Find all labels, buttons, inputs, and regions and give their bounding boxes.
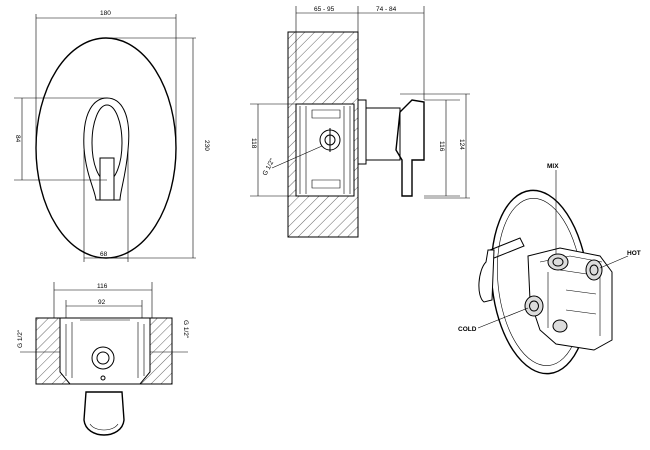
side-view: 65 - 95 74 - 84 118 116 124 G 1/2" (250, 6, 470, 238)
front-view: 180 230 84 68 (14, 10, 210, 262)
persp-cold-port (524, 295, 544, 317)
persp-lever (478, 249, 495, 303)
persp-mix-port (547, 253, 569, 271)
side-cartridge-trim (366, 107, 401, 161)
side-dim-projection: 74 - 84 (376, 6, 397, 13)
front-dim-width: 180 (100, 10, 111, 17)
bottom-lever (83, 391, 125, 436)
bottom-thread-left: G 1/2" (17, 329, 24, 348)
side-body-ribs (299, 106, 351, 194)
bottom-body (59, 317, 151, 385)
side-dim-trim-height: 116 (438, 141, 445, 152)
front-lever-handle (99, 157, 115, 201)
side-dim-body-height: 118 (250, 138, 257, 149)
side-dim-plate-height: 124 (458, 139, 465, 150)
bottom-outlet-outer (91, 346, 115, 370)
side-lever (395, 99, 425, 197)
bottom-thread-right: G 1/2" (182, 320, 189, 339)
front-cover-plate (35, 37, 177, 259)
bottom-dimensions: 116 92 G 1/2" G 1/2" (17, 282, 189, 353)
label-cold: COLD (458, 326, 477, 333)
perspective-view: MIX HOT COLD (458, 163, 641, 375)
front-dim-lever-offset: 68 (100, 251, 108, 258)
bottom-outlet-inner (96, 351, 110, 365)
bottom-body-ribs (65, 319, 145, 378)
bottom-dim-outer-width: 116 (97, 283, 108, 290)
persp-hot-port (585, 259, 603, 281)
front-lever-body (83, 97, 130, 201)
front-dimensions: 180 230 84 68 (14, 10, 210, 262)
front-dim-lever-height: 84 (14, 135, 21, 143)
bottom-view: 116 92 G 1/2" G 1/2" (17, 282, 189, 436)
bottom-small-hole (100, 375, 106, 381)
side-body-cavity (295, 103, 355, 197)
persp-bottom-port (552, 319, 568, 333)
label-hot: HOT (627, 250, 641, 257)
label-mix: MIX (547, 163, 559, 170)
front-dim-height: 230 (203, 140, 210, 151)
side-cover-plate (357, 99, 367, 165)
bottom-dim-inner-width: 92 (98, 299, 106, 306)
side-dim-wall-depth: 65 - 95 (314, 6, 335, 13)
persp-lever-arm (489, 237, 525, 259)
